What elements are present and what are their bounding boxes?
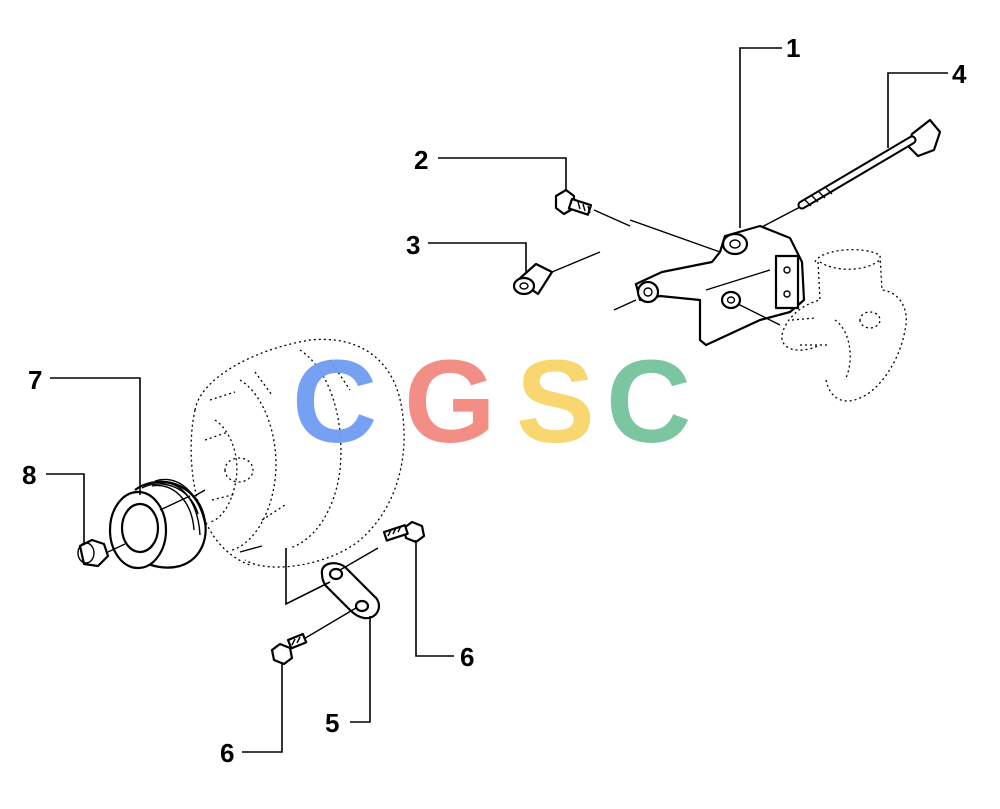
watermark-letter-s: S: [516, 336, 595, 468]
callout-4: 4: [952, 59, 967, 89]
callout-3: 3: [406, 230, 420, 260]
watermark-logo: C G S C: [292, 336, 691, 468]
part-4-long-bolt: [759, 118, 942, 229]
callout-labels: 1 2 3 4 5 6 6 7 8: [22, 33, 967, 768]
part-3-dowel: [512, 251, 601, 296]
callout-8: 8: [22, 460, 36, 490]
callout-6-lower: 6: [220, 738, 234, 768]
part-1-bracket: [613, 219, 806, 347]
part-2-small-bolt: [554, 188, 631, 227]
leader-lines: [46, 47, 948, 753]
callout-5: 5: [325, 708, 339, 738]
part-5-link-plate: [301, 547, 381, 641]
engine-block-outline: [781, 249, 907, 402]
callout-1: 1: [786, 33, 800, 63]
callout-7: 7: [28, 365, 42, 395]
watermark-letter-c1: C: [292, 336, 377, 468]
watermark-letter-g: G: [404, 336, 496, 468]
callout-6-upper: 6: [460, 642, 474, 672]
watermark-letter-c2: C: [606, 336, 691, 468]
part-6-bolt-upper: [382, 520, 426, 544]
part-7-pulley: [108, 478, 207, 570]
part-6-bolt-lower: [270, 632, 308, 666]
callout-2: 2: [414, 145, 428, 175]
part-8-nut: [77, 538, 126, 568]
